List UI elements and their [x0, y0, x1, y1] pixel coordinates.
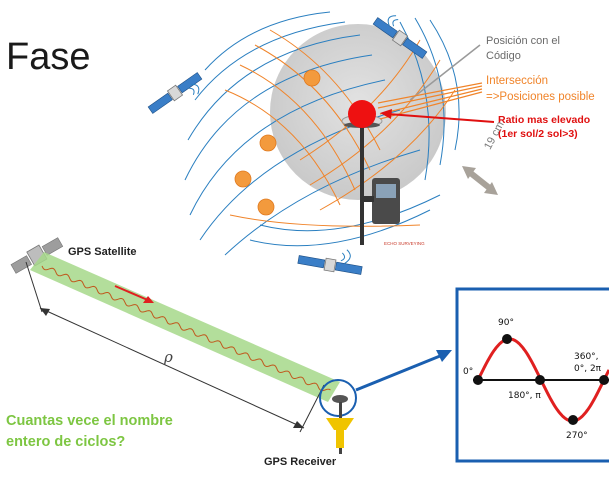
phase-label-0: 0° [463, 367, 474, 377]
phase-label-360-line1: 360°, [574, 352, 599, 362]
intersection-label-line1: Intersección [486, 75, 549, 87]
zoom-pointer [355, 354, 441, 392]
phase-label-360-line2: 0°, 2π [574, 364, 602, 374]
phase-label-90: 90° [498, 318, 514, 328]
code-position-label-line1: Posición con el [486, 35, 560, 47]
intersection-point [303, 69, 321, 87]
intersection-point [234, 170, 252, 188]
range-arrowhead [40, 308, 50, 316]
satellite-icon [147, 72, 203, 114]
question-line2: entero de ciclos? [6, 434, 126, 450]
phase-marker-270 [568, 415, 578, 425]
range-symbol: ρ [164, 348, 173, 366]
gps-receiver-label: GPS Receiver [264, 456, 337, 468]
code-position-label-line2: Código [486, 50, 521, 62]
code-position-label: Posición con el Código [486, 34, 560, 64]
phase-label-180: 180°, π [508, 391, 541, 401]
phase-inset-frame [455, 287, 609, 463]
phase-sine-wave [476, 337, 609, 423]
signal-direction-arrow [114, 285, 151, 302]
best-solution-point [348, 100, 376, 128]
phase-marker-180 [535, 375, 545, 385]
receiver-highlight-circle [319, 379, 357, 417]
phase-label-270: 270° [566, 431, 588, 441]
phase-label-360: 360°, 0°, 2π [574, 351, 601, 375]
code-position-pointer [409, 44, 481, 101]
phase-markers [473, 334, 609, 425]
signal-direction-arrowhead [143, 296, 154, 303]
ratio-label-line1: Ratio mas elevado [498, 114, 591, 126]
intersection-label: Intersección =>Posiciones posible [486, 73, 595, 105]
question-line1: Cuantas vece el nombre [6, 413, 173, 429]
ratio-label-line2: (1er sol/2 sol>3) [498, 128, 578, 140]
page-title: Fase [6, 36, 91, 78]
ratio-label: Ratio mas elevado (1er sol/2 sol>3) [498, 113, 590, 141]
gps-receiver-icon [326, 395, 354, 454]
satellite-icon [297, 249, 363, 275]
phase-marker-90 [502, 334, 512, 344]
integer-cycles-question: Cuantas vece el nombre entero de ciclos? [6, 411, 206, 453]
signal-band [30, 252, 340, 402]
zoom-pointer-head [436, 350, 452, 362]
carrier-wave [41, 265, 331, 392]
phase-marker-360 [599, 375, 609, 385]
ratio-pointer [380, 109, 495, 123]
intersection-point [257, 198, 275, 216]
gps-satellite-label: GPS Satellite [68, 246, 137, 258]
range-arrowhead [293, 421, 304, 428]
intersection-label-line2: =>Posiciones posible [486, 91, 595, 103]
phase-marker-0 [473, 375, 483, 385]
intersection-point [259, 134, 277, 152]
intersection-points [234, 69, 321, 216]
distance-arrow [462, 166, 498, 195]
antenna-tag: ECHO SURVEYING [384, 241, 425, 246]
satellite-icon [372, 15, 428, 59]
